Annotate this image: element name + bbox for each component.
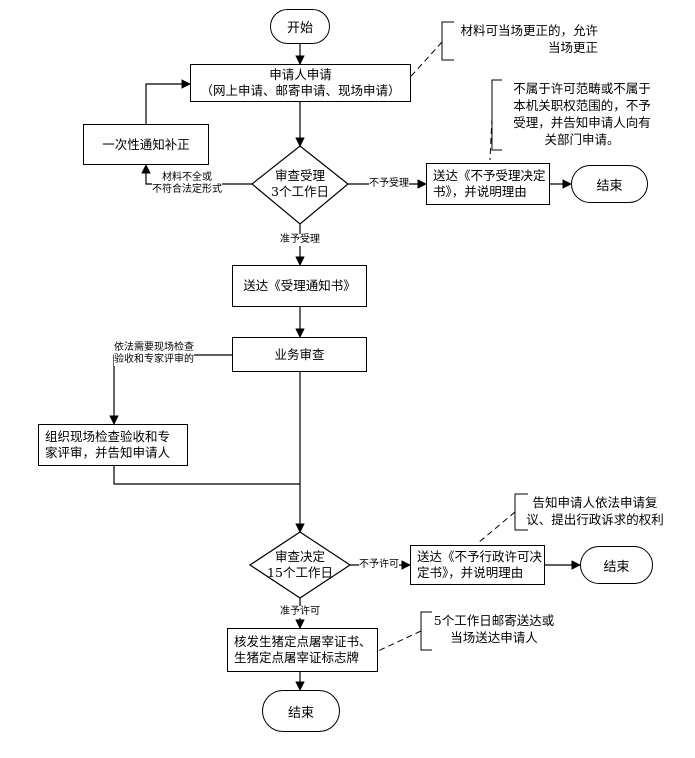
business-review-label: 业务审查: [274, 346, 325, 362]
issue-certificate-label: 核发生猪定点屠宰证书、 生猪定点屠宰证标志牌: [234, 634, 372, 665]
edge-correction-apply: [145, 79, 191, 124]
edge-label-accepted: 准予受理: [280, 234, 320, 246]
correction-box: 一次性通知补正: [83, 124, 209, 165]
end-no-permit-terminal: 结束: [580, 546, 653, 584]
end-reject-terminal-label: 结束: [596, 178, 623, 194]
bracket-out-of-scope: [491, 79, 502, 151]
edge-label-needs-inspection: 依法需要现场检查 验收和专家评审的: [114, 342, 194, 366]
edge-label-incomplete: 材料不全或 不符合法定形式: [152, 172, 222, 196]
organize-inspection-box: 组织现场检查验收和专 家评审，并告知申请人: [38, 424, 188, 466]
business-review-box: 业务审查: [232, 337, 367, 372]
edge-organize-merge: [113, 466, 300, 485]
apply-box: 申请人申请 （网上申请、邮寄申请、现场申请）: [190, 64, 411, 102]
deliver-accept-notice-label: 送达《受理通知书》: [243, 278, 356, 293]
end-no-permit-terminal-label: 结束: [603, 559, 630, 575]
apply-box-label: 申请人申请 （网上申请、邮寄申请、现场申请）: [200, 67, 401, 98]
deliver-reject-box: 送达《不予受理决定 书》，并说明理由: [426, 163, 550, 205]
start-terminal: 开始: [270, 9, 330, 44]
leader-out-of-scope: [489, 117, 493, 161]
bracket-on-site-correction: [441, 21, 454, 61]
deliver-reject-box-label: 送达《不予受理决定 书》，并说明理由: [433, 168, 546, 199]
review-decision-label: 审查决定 15个工作日: [267, 549, 333, 580]
edge-label-permitted: 准予许可: [280, 606, 320, 618]
edge-label-not-permitted: 不予许可: [359, 559, 399, 571]
organize-inspection-label: 组织现场检查验收和专 家评审，并告知申请人: [45, 429, 171, 460]
end-final-terminal: 结束: [262, 690, 340, 732]
leader-appeal-rights: [477, 511, 516, 544]
deliver-no-permit-label: 送达《不予行政许可决 定书》，并说明理由: [417, 549, 543, 580]
deliver-accept-notice-box: 送达《受理通知书》: [232, 265, 367, 307]
issue-certificate-box: 核发生猪定点屠宰证书、 生猪定点屠宰证标志牌: [227, 628, 378, 672]
note-out-of-scope: 不属于许可范畴或不属于 本机关职权范围的，不予 受理，并告知申请人向有 关部门申…: [513, 81, 651, 147]
diamond-review-accept: [251, 145, 349, 225]
start-terminal-label: 开始: [286, 21, 313, 36]
leader-mail-delivery: [377, 630, 422, 652]
end-reject-terminal: 结束: [571, 165, 648, 203]
edge-label-not-accepted: 不予受理: [369, 178, 409, 190]
deliver-no-permit-box: 送达《不予行政许可决 定书》，并说明理由: [410, 545, 545, 585]
note-appeal-rights: 告知申请人依法申请复 议、提出行政诉求的权利: [526, 495, 664, 527]
end-final-terminal-label: 结束: [287, 705, 314, 721]
correction-box-label: 一次性通知补正: [102, 136, 190, 152]
note-on-site-correction: 材料可当场更正的，允许 当场更正: [460, 23, 598, 55]
note-mail-delivery: 5个工作日邮寄送达或 当场送达申请人: [433, 613, 555, 645]
review-accept-label: 审查受理 3个工作日: [271, 168, 329, 199]
diamond-review-decision: [248, 531, 352, 599]
